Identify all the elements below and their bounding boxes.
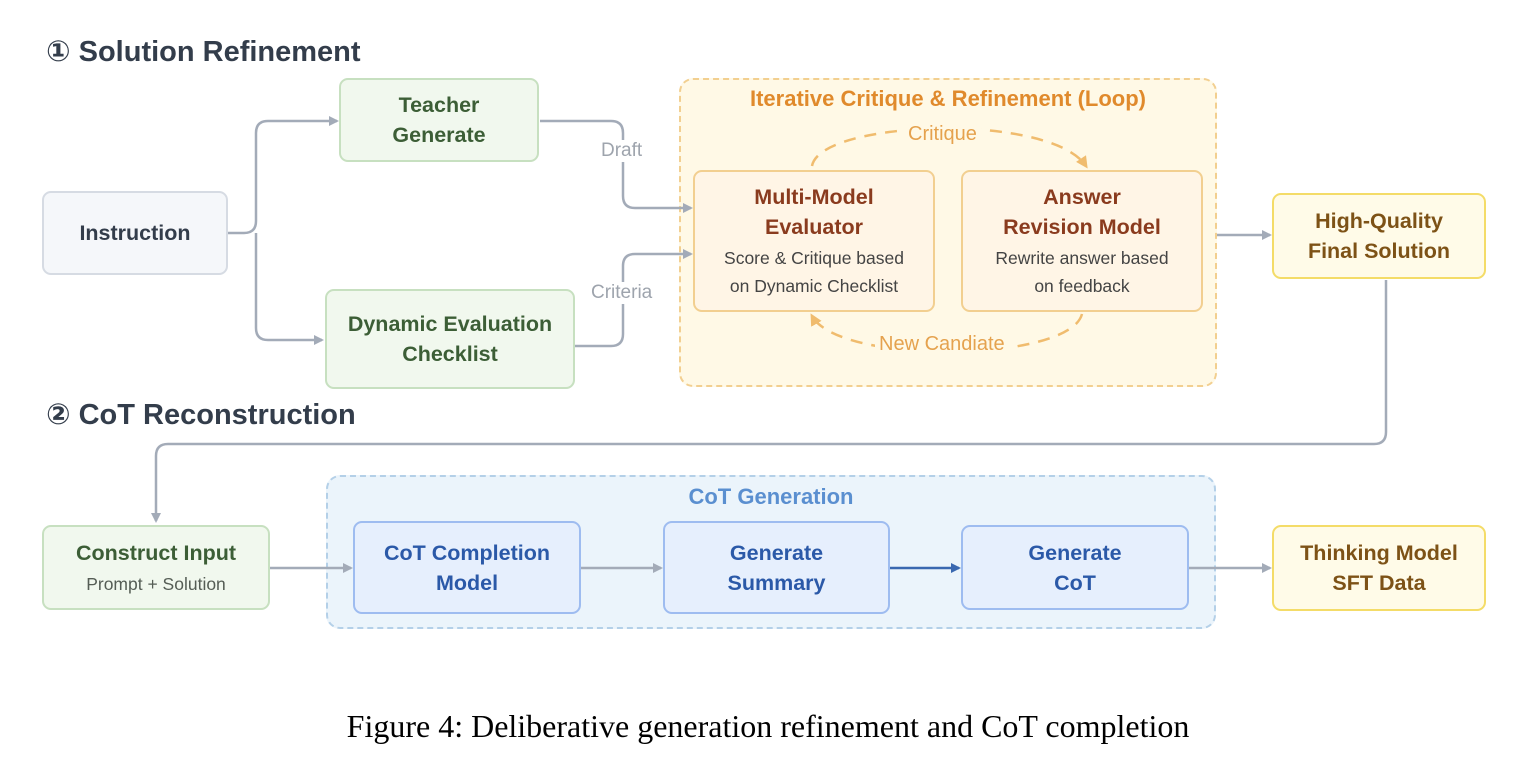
construct-input-title: Construct Input [75, 540, 237, 565]
revision-title: Answer Revision Model [1003, 185, 1161, 239]
generate-cot-node: Generate CoT [961, 525, 1189, 610]
arrow-teacher-to-evaluator [540, 119, 693, 213]
sft-data-title: Thinking Model SFT Data [1300, 541, 1458, 595]
final-solution-title: High-Quality Final Solution [1307, 209, 1451, 263]
section-title-solution-refinement: ① Solution Refinement [46, 36, 361, 68]
arrow-final-to-construct [151, 280, 1388, 523]
generate-summary-title: Generate Summary [727, 540, 826, 595]
revision-subtitle: Rewrite answer based on feedback [995, 248, 1169, 296]
construct-input-node: Construct Input Prompt + Solution [42, 525, 270, 610]
dynamic-checklist-node: Dynamic Evaluation Checklist [325, 289, 575, 389]
multi-model-evaluator-node: Multi-Model Evaluator Score & Critique b… [693, 170, 935, 312]
figure-caption: Figure 4: Deliberative generation refine… [346, 708, 1190, 744]
generate-cot-title: Generate CoT [1028, 540, 1122, 595]
section-title-cot-reconstruction: ② CoT Reconstruction [46, 399, 356, 431]
edge-label-draft: Draft [598, 140, 646, 162]
instruction-title: Instruction [79, 221, 191, 245]
cot-completion-title: CoT Completion Model [383, 540, 550, 595]
loop-label-critique: Critique [904, 123, 981, 146]
teacher-generate-node: Teacher Generate [339, 78, 539, 162]
cot-region-title: CoT Generation [688, 484, 854, 509]
generate-summary-node: Generate Summary [663, 521, 890, 614]
arrow-instruction-to-checklist [254, 233, 324, 345]
loop-label-new-candidate: New Candiate [875, 333, 1009, 356]
dynamic-checklist-title: Dynamic Evaluation Checklist [347, 312, 553, 366]
arrow-instruction-to-teacher [228, 116, 339, 235]
instruction-node: Instruction [42, 191, 228, 275]
evaluator-subtitle: Score & Critique based on Dynamic Checkl… [724, 248, 904, 296]
loop-arrow-new-candidate [810, 313, 1084, 354]
sft-data-node: Thinking Model SFT Data [1272, 525, 1486, 611]
cot-completion-node: CoT Completion Model [353, 521, 581, 614]
edge-label-criteria: Criteria [588, 282, 656, 304]
loop-region-title: Iterative Critique & Refinement (Loop) [749, 86, 1147, 111]
construct-input-subtitle: Prompt + Solution [86, 573, 226, 594]
teacher-generate-title: Teacher Generate [392, 93, 486, 147]
final-solution-node: High-Quality Final Solution [1272, 193, 1486, 279]
answer-revision-node: Answer Revision Model Rewrite answer bas… [961, 170, 1203, 312]
evaluator-title: Multi-Model Evaluator [754, 185, 874, 239]
